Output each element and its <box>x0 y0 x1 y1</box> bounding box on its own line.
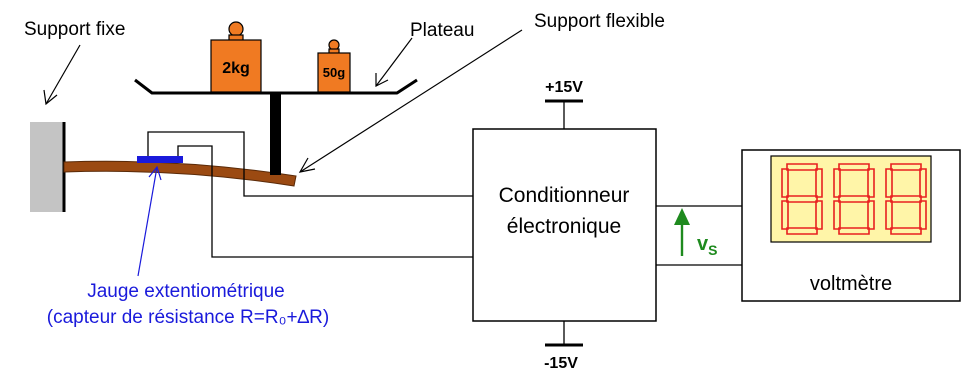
weight-50g: 50g <box>317 39 351 93</box>
digit-2-segment-b <box>867 168 875 198</box>
strain-gauge <box>137 156 183 163</box>
flexible-beam <box>63 160 297 187</box>
weight-50g-body <box>317 52 351 93</box>
digit-3-segment-c <box>919 200 927 230</box>
digit-2-segment-g <box>838 195 870 203</box>
digit-1-segment-c <box>815 200 823 230</box>
support-flexible-arrow-line <box>299 29 523 173</box>
vs-label-main: v <box>697 233 709 255</box>
jauge-arrowhead <box>148 165 162 181</box>
plateau-arrowhead <box>375 73 389 87</box>
digit-1-segment-b <box>815 168 823 198</box>
conditionneur-box <box>472 128 657 322</box>
digit-2-segment-e <box>833 200 841 230</box>
weight-2kg: 2kg <box>210 21 262 93</box>
digit-1-segment-a <box>786 163 818 171</box>
conditionneur-label-line1: Conditionneur <box>499 184 630 207</box>
voltmetre-display <box>770 155 932 243</box>
digit-1-segment-g <box>786 195 818 203</box>
digit-2-segment-a <box>838 163 870 171</box>
weight-50g-label: 50g <box>323 65 345 80</box>
support-fixe-arrow-line <box>45 44 81 105</box>
label-support-flexible: Support flexible <box>534 11 665 32</box>
gauge-wire-top <box>147 131 473 197</box>
label-jauge-line1: Jauge extentiométrique <box>87 281 285 302</box>
digit-2-segment-c <box>867 200 875 230</box>
label-support-fixe: Support fixe <box>24 19 125 40</box>
digit-2-segment-d <box>838 227 870 235</box>
fixed-support-block <box>30 122 64 212</box>
digit-1-segment-e <box>781 200 789 230</box>
digit-3-segment-g <box>890 195 922 203</box>
digit-1-segment-f <box>781 168 789 198</box>
digit-3-segment-b <box>919 168 927 198</box>
vs-label-sub: S <box>708 242 717 258</box>
gauge-wire-bottom <box>177 145 473 258</box>
digit-3-segment-f <box>885 168 893 198</box>
label-minus-15v: -15V <box>544 355 578 372</box>
digit-3-segment-d <box>890 227 922 235</box>
jauge-arrow-line <box>137 166 158 277</box>
vs-arrowhead <box>674 208 690 225</box>
plateau-post <box>270 93 281 175</box>
plateau <box>134 78 418 95</box>
weight-2kg-knob <box>228 21 244 37</box>
digit-1-segment-d <box>786 227 818 235</box>
digit-2-segment-f <box>833 168 841 198</box>
label-plateau: Plateau <box>410 20 474 41</box>
conditionneur-label-line2: électronique <box>507 215 621 238</box>
weight-2kg-label: 2kg <box>222 60 250 77</box>
support-flexible-arrowhead <box>298 157 316 173</box>
digit-3-segment-e <box>885 200 893 230</box>
weight-2kg-body <box>210 39 262 93</box>
support-fixe-arrowhead <box>43 89 58 106</box>
plateau-arrow-line <box>375 37 413 87</box>
voltmetre-label: voltmètre <box>810 273 892 295</box>
label-jauge-line2: (capteur de résistance R=R₀+∆R) <box>47 307 329 328</box>
label-plus-15v: +15V <box>545 79 583 96</box>
vs-label: vS <box>697 233 717 258</box>
seven-segment-digits <box>781 163 927 235</box>
digit-3-segment-a <box>890 163 922 171</box>
